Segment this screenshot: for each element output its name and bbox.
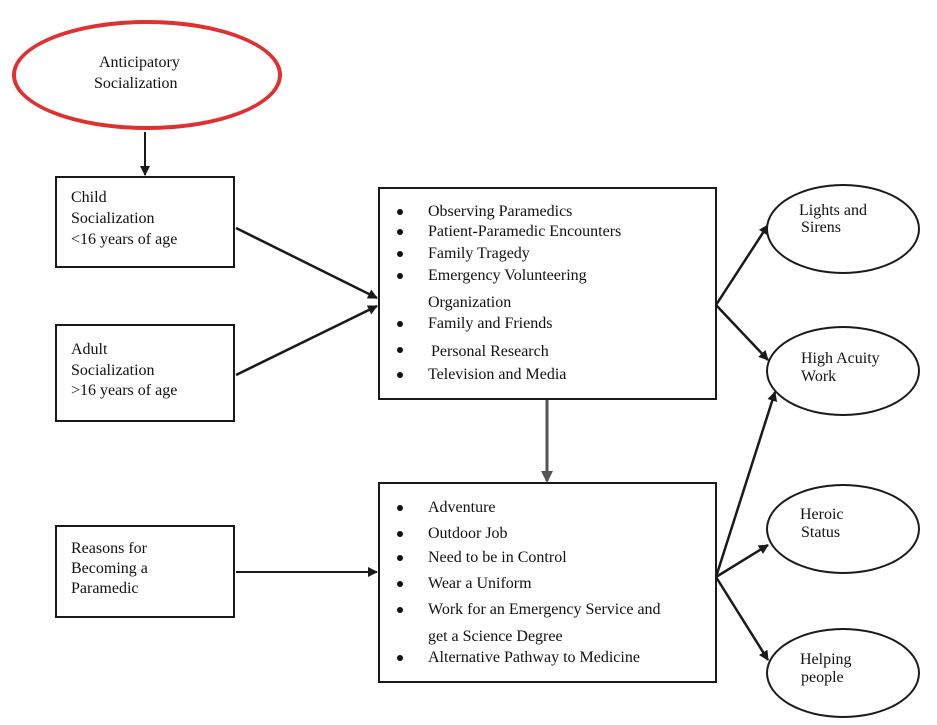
bullet-icon bbox=[397, 251, 403, 257]
bullet-icon bbox=[397, 505, 403, 511]
bullet-icon bbox=[397, 531, 403, 537]
outcome-heroic-status: Heroic Status bbox=[766, 484, 920, 574]
list-item: Television and Media bbox=[428, 366, 567, 383]
bullet-icon bbox=[397, 372, 403, 378]
bullet-icon bbox=[397, 273, 403, 279]
outcome-label-line: High Acuity bbox=[801, 350, 880, 367]
box-label-line: Paramedic bbox=[71, 580, 139, 597]
child-socialization-box: Child Socialization <16 years of age bbox=[55, 176, 235, 268]
outcome-helping-people: Helping people bbox=[766, 628, 920, 718]
list-item-continuation: get a Science Degree bbox=[428, 628, 563, 645]
bullet-icon bbox=[397, 581, 403, 587]
outcome-label-line: Sirens bbox=[801, 219, 841, 236]
adult-socialization-box: Adult Socialization >16 years of age bbox=[55, 324, 235, 422]
list-item: Wear a Uniform bbox=[428, 575, 532, 592]
bullet-icon bbox=[397, 655, 403, 661]
list-item: Observing Paramedics bbox=[428, 203, 573, 220]
box-label-line: >16 years of age bbox=[71, 382, 178, 399]
outcome-label-line: Work bbox=[801, 368, 837, 385]
outcome-label-line: Helping bbox=[800, 651, 852, 668]
list-item: Personal Research bbox=[431, 343, 549, 360]
arrow-motives-to-helping bbox=[714, 576, 770, 661]
box-label-line: Adult bbox=[71, 341, 108, 358]
arrow-influences-to-acuity bbox=[715, 304, 769, 361]
box-label-line: Child bbox=[71, 189, 107, 206]
list-item: Family Tragedy bbox=[428, 245, 530, 262]
list-item: Outdoor Job bbox=[428, 525, 508, 542]
bullet-icon bbox=[397, 347, 403, 353]
list-item: Alternative Pathway to Medicine bbox=[428, 649, 640, 666]
arrow-child-to-influences bbox=[235, 226, 378, 300]
bullet-icon bbox=[397, 209, 403, 215]
list-item: Emergency Volunteering bbox=[428, 267, 587, 284]
box-label-line: Socialization bbox=[71, 362, 155, 379]
box-label-line: <16 years of age bbox=[71, 231, 178, 248]
node-label-line: Socialization bbox=[94, 75, 178, 92]
anticipatory-socialization-node: Anticipatory Socialization bbox=[12, 20, 282, 130]
list-item-continuation: Organization bbox=[428, 294, 512, 311]
arrow-motives-to-acuity bbox=[714, 391, 778, 578]
arrow-influences-to-lights bbox=[714, 224, 770, 306]
box-label-line: Reasons for bbox=[71, 540, 147, 557]
outcome-label-line: Lights and bbox=[799, 202, 867, 219]
outcome-label-line: people bbox=[801, 669, 844, 686]
influences-box: Observing Paramedics Patient-Paramedic E… bbox=[378, 187, 717, 400]
list-item: Work for an Emergency Service and bbox=[428, 601, 661, 618]
list-item: Patient-Paramedic Encounters bbox=[428, 223, 622, 240]
list-item: Need to be in Control bbox=[428, 549, 567, 566]
outcome-lights-and-sirens: Lights and Sirens bbox=[766, 184, 920, 274]
bullet-icon bbox=[397, 229, 403, 235]
outcome-label-line: Heroic bbox=[800, 506, 844, 523]
outcome-label-line: Status bbox=[801, 524, 841, 541]
arrow-adult-to-influences bbox=[235, 304, 378, 377]
reasons-box: Reasons for Becoming a Paramedic bbox=[55, 525, 235, 618]
box-label-line: Becoming a bbox=[71, 560, 148, 577]
bullet-icon bbox=[397, 321, 403, 327]
bullet-icon bbox=[397, 607, 403, 613]
motives-box: Adventure Outdoor Job Need to be in Cont… bbox=[378, 482, 717, 683]
list-item: Family and Friends bbox=[428, 315, 553, 332]
node-label-line: Anticipatory bbox=[99, 54, 180, 71]
outcome-high-acuity-work: High Acuity Work bbox=[766, 326, 920, 416]
bullet-icon bbox=[397, 555, 403, 561]
arrow-motives-to-heroic bbox=[715, 543, 769, 579]
box-label-line: Socialization bbox=[71, 210, 155, 227]
list-item: Adventure bbox=[428, 499, 496, 516]
